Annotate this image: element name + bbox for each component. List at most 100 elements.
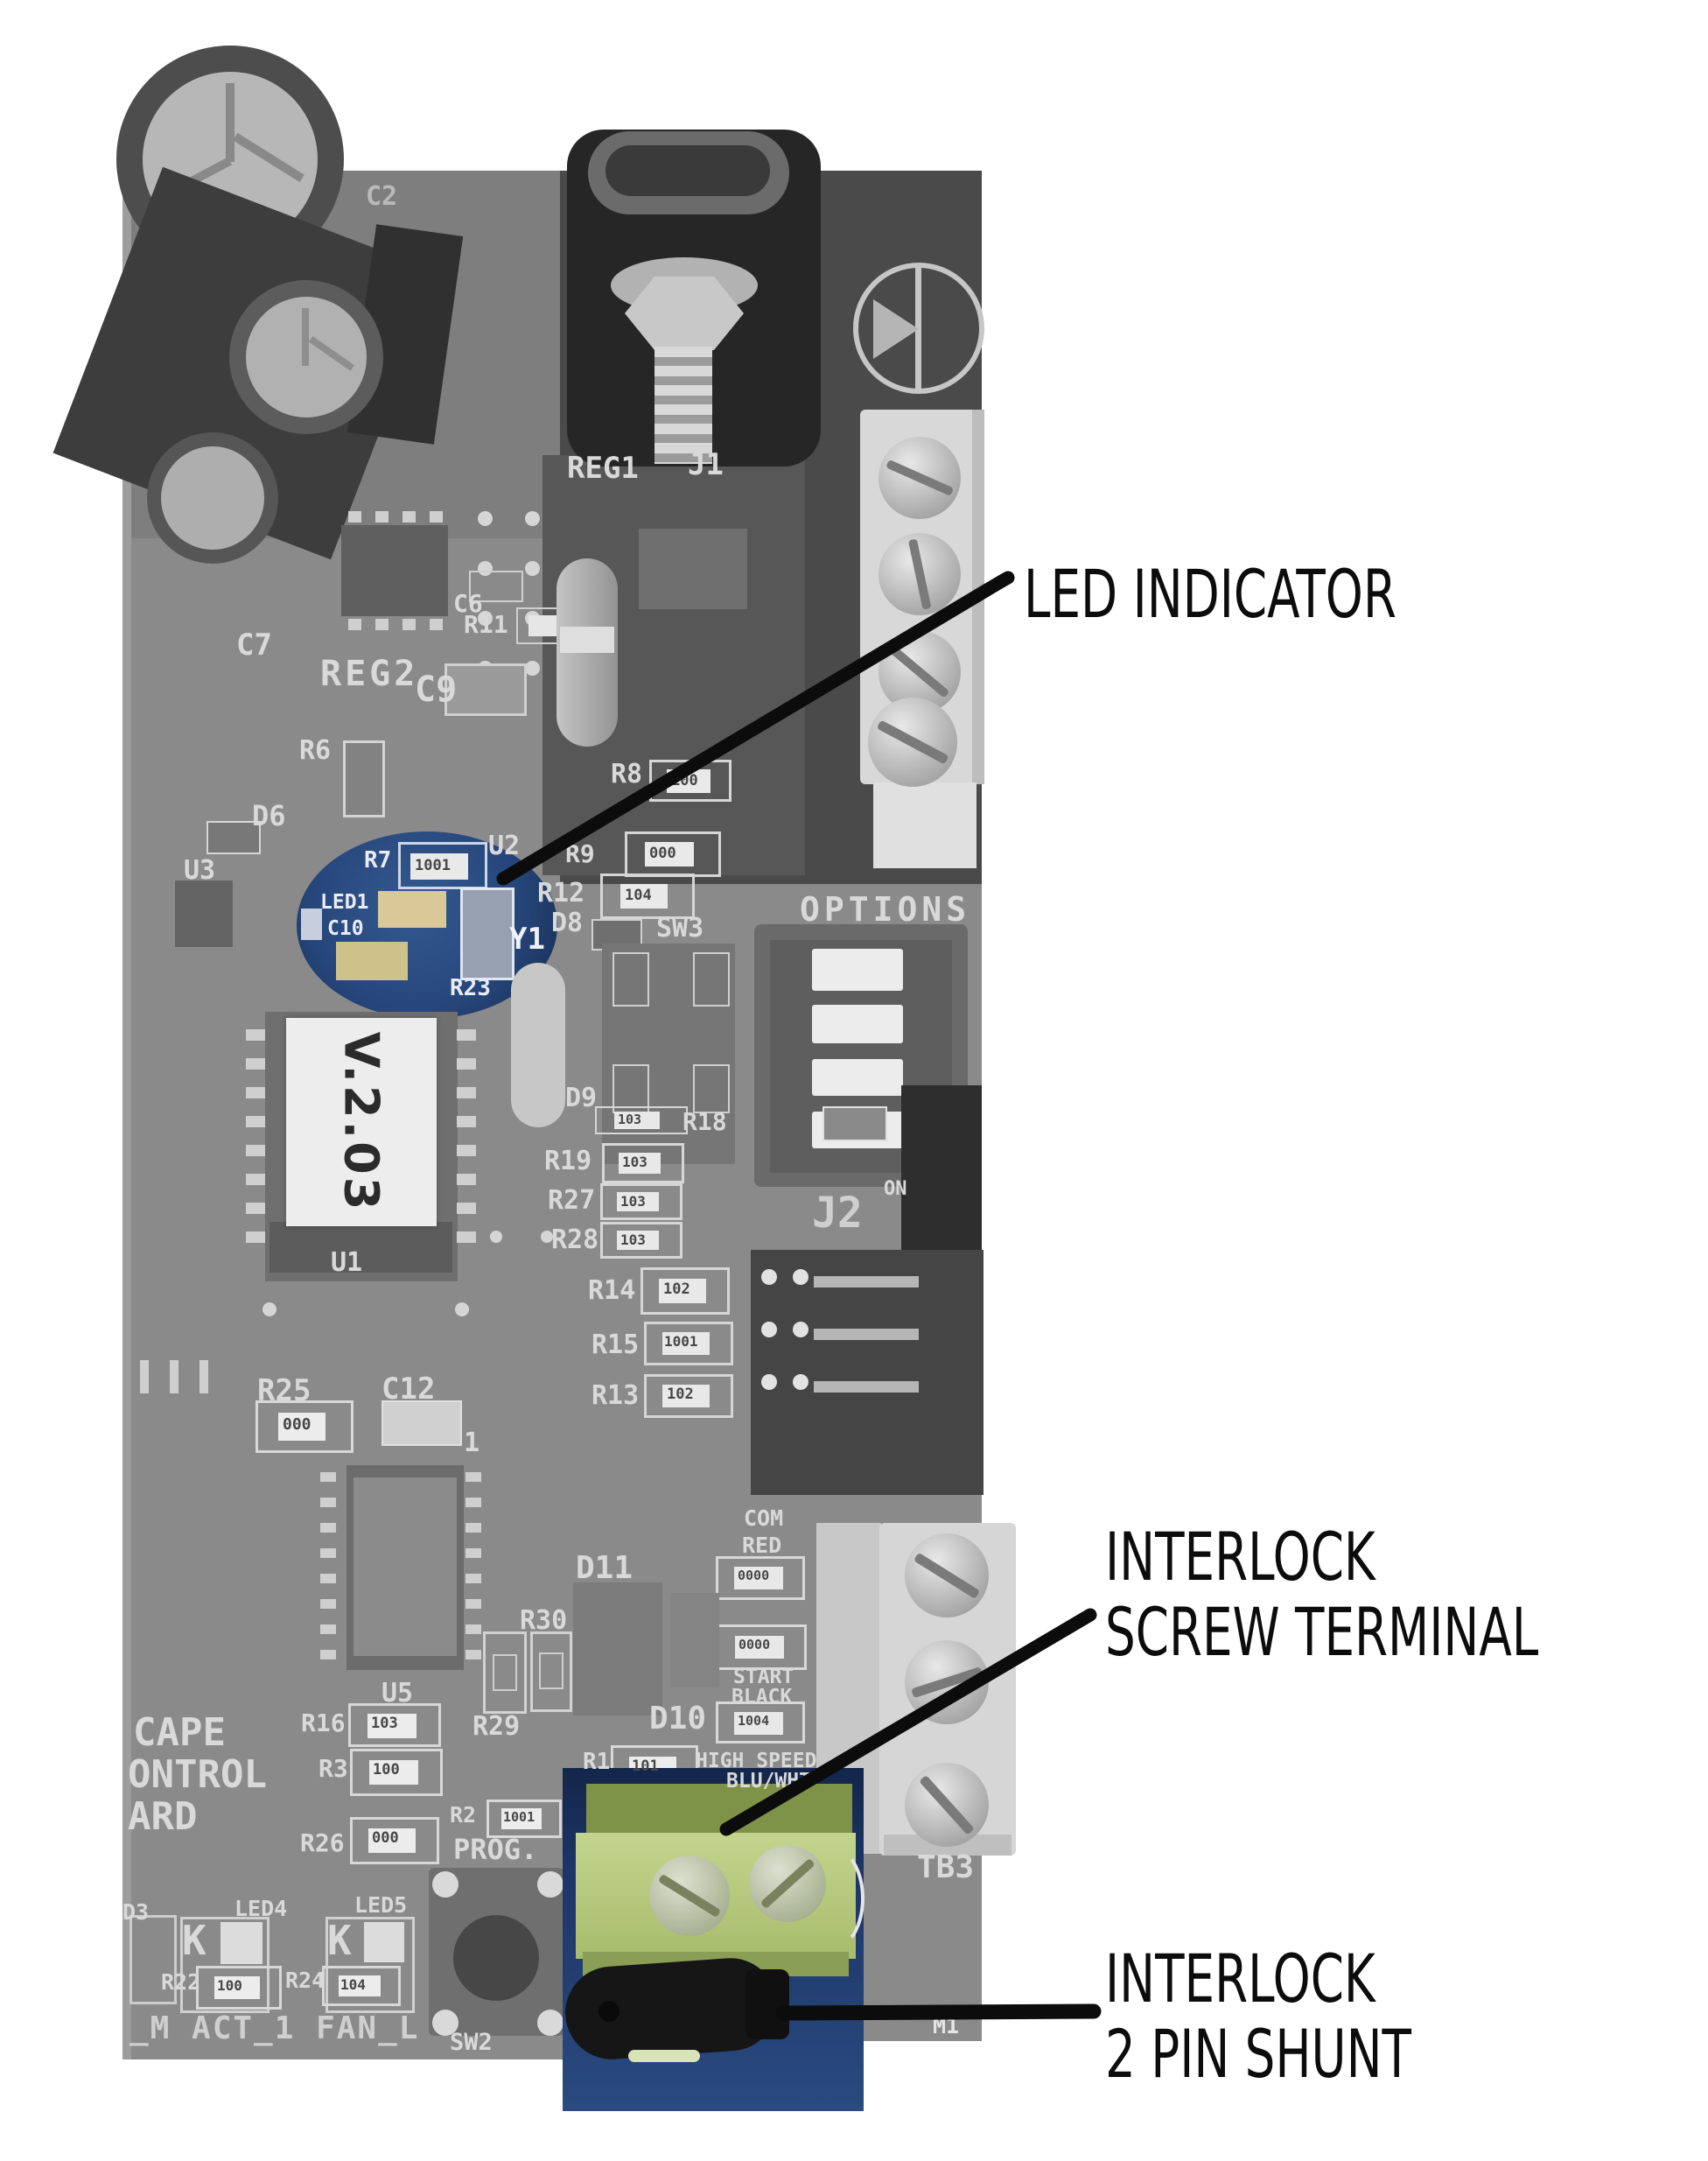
pcb-graphic	[560, 627, 614, 653]
pcb-graphic	[693, 1064, 730, 1113]
pcb-graphic	[600, 1183, 682, 1220]
screw-head	[868, 698, 957, 787]
silkscreen-text: 102	[663, 1280, 690, 1298]
pcb-graphic	[483, 1631, 527, 1714]
pin-pad	[432, 1871, 458, 1898]
silkscreen-text: 104	[625, 887, 652, 904]
pcb-graphic	[693, 952, 730, 1007]
silkscreen-text: LED1	[320, 891, 369, 914]
pcb-graphic	[530, 1631, 572, 1712]
pcb-graphic	[350, 1817, 439, 1864]
pcb-graphic	[654, 347, 712, 464]
pcb-graphic	[369, 1760, 418, 1785]
pcb-graphic	[746, 1969, 789, 2039]
pin-pad	[320, 1599, 336, 1609]
silkscreen-text: R15	[592, 1330, 640, 1360]
silkscreen-text: RED	[742, 1533, 782, 1558]
pcb-graphic	[348, 1703, 441, 1747]
silkscreen-text: R26	[300, 1828, 345, 1857]
pcb-graphic	[322, 1966, 401, 2006]
silkscreen-text: PROG.	[453, 1833, 538, 1866]
pcb-graphic	[600, 1222, 682, 1259]
silkscreen-text: Y1	[509, 922, 545, 957]
pin-pad	[466, 1548, 481, 1558]
pcb-graphic	[670, 1593, 719, 1687]
pin-pad	[457, 1058, 476, 1070]
pcb-graphic	[161, 446, 264, 550]
pcb-graphic	[220, 1922, 262, 1964]
callout-line-2-pin-shunt	[775, 2003, 1102, 2021]
silkscreen-text: R24	[285, 1968, 326, 1993]
pcb-graphic	[612, 952, 649, 1007]
silkscreen-text: 104	[340, 1976, 366, 1993]
pcb-graphic	[625, 277, 744, 350]
pcb-graphic	[662, 1385, 710, 1407]
pcb-graphic	[493, 1654, 517, 1691]
pcb-graphic	[382, 1400, 462, 1446]
pcb-graphic	[350, 1749, 443, 1796]
silkscreen-text: R6	[299, 735, 332, 766]
pcb-graphic	[206, 821, 261, 854]
pcb-graphic	[339, 1975, 381, 1996]
silkscreen-text: 000	[372, 1829, 399, 1847]
silkscreen-text: R8	[611, 759, 643, 789]
pcb-graphic	[410, 853, 468, 880]
silkscreen-text: C2	[366, 181, 398, 212]
screw-head	[649, 1856, 730, 1936]
silkscreen-text: REG2	[320, 654, 419, 694]
pin-pad	[457, 1145, 476, 1156]
silkscreen-text: 1001	[503, 1809, 536, 1825]
silkscreen-text: _M ACT_1 FAN_L	[130, 2010, 420, 2046]
silkscreen-text: C12	[382, 1372, 436, 1407]
pcb-graphic	[270, 1222, 452, 1273]
pin-pad	[478, 511, 493, 526]
pcb-graphic	[814, 1381, 919, 1393]
pcb-graphic	[619, 1153, 661, 1174]
pin-pad	[402, 511, 416, 523]
silkscreen-text: REG1	[567, 451, 639, 486]
silkscreen-text: START	[733, 1666, 794, 1688]
silkscreen-text: 0000	[738, 1637, 771, 1652]
label-interlock-line1: INTERLOCK	[1105, 1518, 1376, 1596]
pin-pad	[761, 1322, 777, 1337]
pcb-graphic	[256, 1400, 354, 1453]
pin-pad	[466, 1523, 481, 1533]
silkscreen-text: 103	[622, 1154, 648, 1170]
screw-head	[878, 437, 961, 519]
pcb-graphic	[716, 1556, 805, 1600]
silkscreen-text: SW2	[450, 2029, 493, 2056]
silkscreen-text: K	[327, 1917, 352, 1964]
pin-pad	[525, 661, 540, 676]
pcb-graphic	[214, 1976, 260, 1999]
silkscreen-text: CAPE	[133, 1710, 226, 1755]
silkscreen-text: 100	[373, 1761, 400, 1779]
screw-head	[905, 1763, 989, 1847]
pin-pad	[478, 611, 493, 626]
pcb-graphic	[226, 83, 234, 162]
silkscreen-text: 0000	[738, 1568, 770, 1583]
pcb-graphic	[734, 1567, 783, 1589]
silkscreen-text: 000	[649, 845, 676, 862]
pcb-graphic	[628, 2050, 700, 2062]
silkscreen-text: ON	[884, 1178, 907, 1200]
pin-pad	[246, 1203, 265, 1214]
pin-pad	[761, 1269, 777, 1285]
pin-pad	[537, 2010, 564, 2036]
screw-head	[878, 533, 961, 615]
silkscreen-text: 100	[217, 1977, 242, 1994]
pcb-graphic	[735, 1636, 784, 1659]
pin-pad	[525, 511, 540, 526]
pin-pad	[466, 1650, 481, 1659]
pcb-graphic	[175, 881, 233, 947]
pcb-graphic	[444, 663, 527, 716]
pcb-graphic	[853, 263, 984, 394]
silkscreen-text: U2	[488, 831, 521, 861]
pcb-graphic	[511, 963, 565, 1127]
pcb-graphic	[640, 1267, 730, 1315]
pcb-graphic	[130, 1915, 177, 2004]
pcb-graphic	[278, 1413, 326, 1441]
label-interlock-line2: SCREW TERMINAL	[1105, 1593, 1539, 1671]
wire-loop	[802, 1847, 864, 1950]
pcb-graphic	[644, 1374, 733, 1418]
